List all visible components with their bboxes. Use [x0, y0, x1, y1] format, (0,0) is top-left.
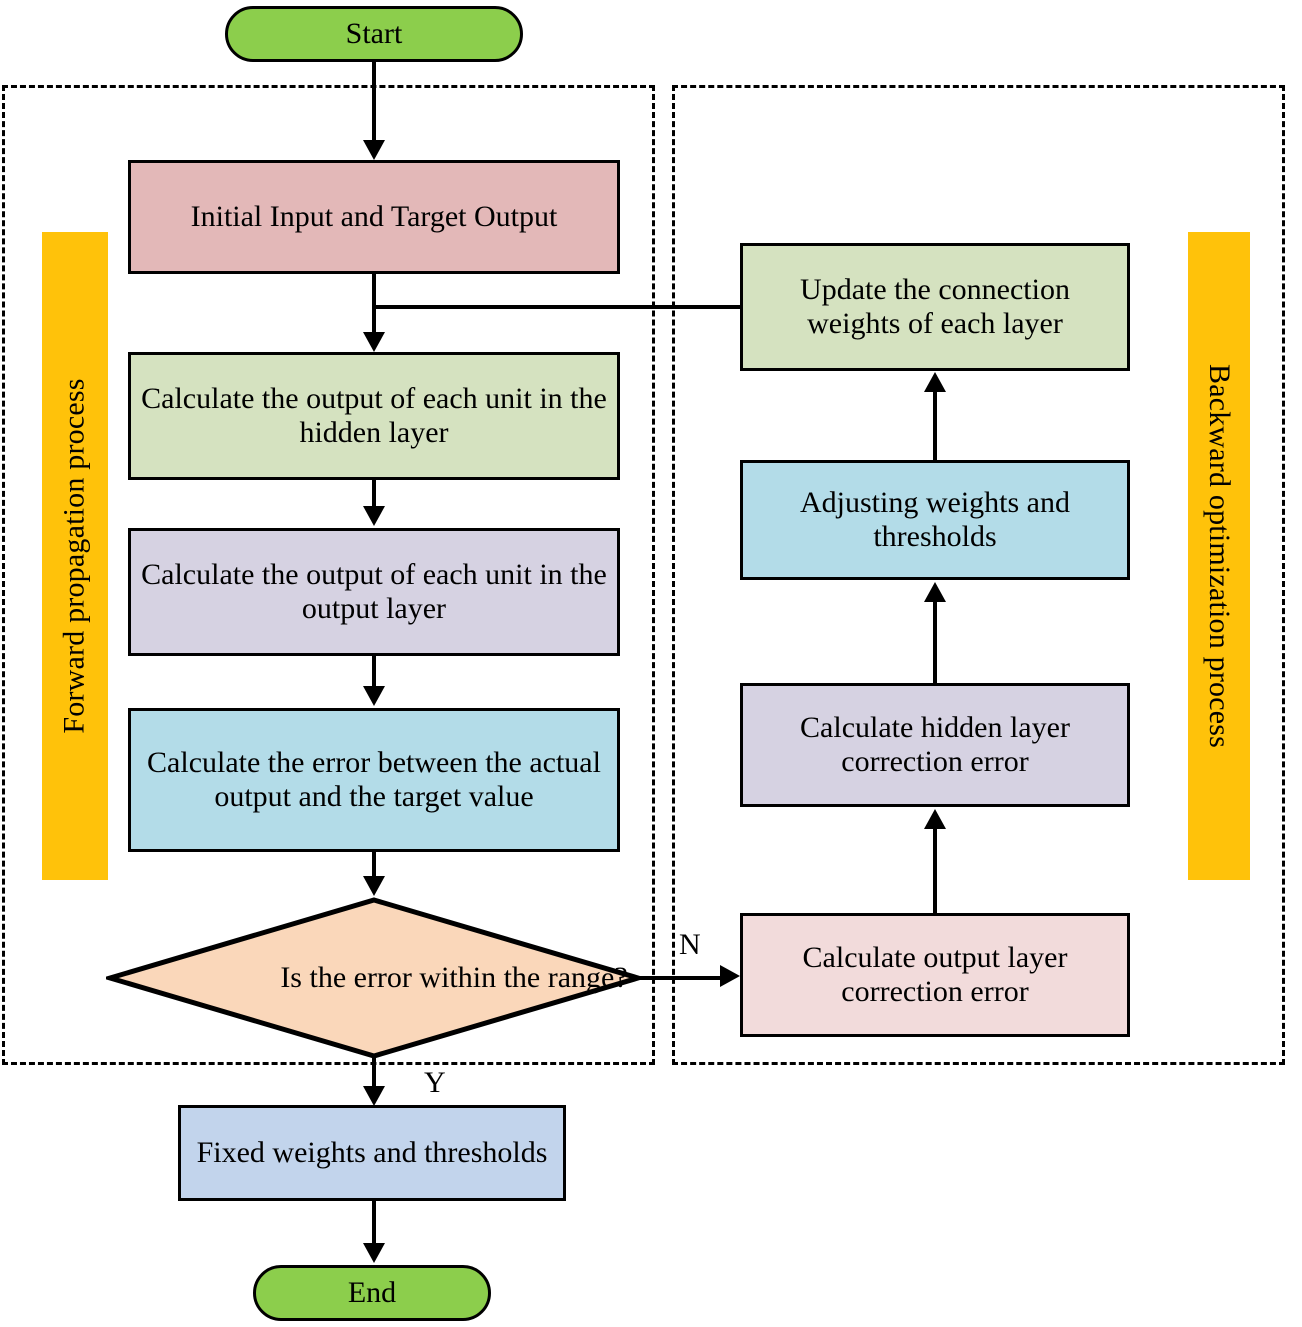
arrowhead-hidden-correction	[924, 809, 946, 829]
node-start[interactable]: Start	[225, 6, 523, 62]
arrowhead-calc-error	[363, 686, 385, 706]
arrowhead-end	[363, 1243, 385, 1263]
arrowhead-decision	[363, 876, 385, 896]
edge-hidden-corr-to-adjust	[933, 600, 937, 686]
node-output-layer-output[interactable]: Calculate the output of each unit in the…	[128, 528, 620, 656]
node-hidden-layer-output[interactable]: Calculate the output of each unit in the…	[128, 352, 620, 480]
node-decision-error-in-range[interactable]: Is the error within the range?	[106, 896, 642, 1060]
edge-fixed-to-end	[372, 1201, 376, 1247]
node-adjust-weights-thresholds[interactable]: Adjusting weights and thresholds	[740, 460, 1130, 580]
arrowhead-output-layer	[363, 506, 385, 526]
edge-output-corr-to-hidden-corr	[933, 827, 937, 915]
edge-error-to-decision	[372, 852, 376, 880]
edge-label-yes: Y	[424, 1066, 446, 1099]
banner-forward-propagation: Forward propagation process	[42, 232, 108, 880]
group-backward-optimization	[672, 85, 1285, 1065]
edge-label-no: N	[679, 928, 701, 961]
banner-forward-label: Forward propagation process	[58, 378, 91, 734]
edge-hidden-to-output	[372, 480, 376, 510]
node-initial-input[interactable]: Initial Input and Target Output	[128, 160, 620, 274]
arrowhead-update-weights	[924, 372, 946, 392]
arrowhead-initial	[363, 140, 385, 160]
edge-start-to-initial	[372, 62, 376, 144]
edge-update-weights-feedback	[372, 305, 742, 309]
arrowhead-output-correction	[720, 965, 740, 987]
node-hidden-layer-correction-error[interactable]: Calculate hidden layer correction error	[740, 683, 1130, 807]
arrowhead-fixed-weights	[363, 1086, 385, 1106]
edge-decision-yes	[372, 1056, 376, 1092]
edge-output-to-error	[372, 656, 376, 690]
banner-backward-label: Backward optimization process	[1203, 363, 1236, 749]
decision-diamond-shape	[106, 897, 642, 1059]
group-forward-propagation	[2, 85, 655, 1065]
arrowhead-hidden	[363, 332, 385, 352]
node-end[interactable]: End	[253, 1265, 491, 1321]
node-update-connection-weights[interactable]: Update the connection weights of each la…	[740, 243, 1130, 371]
arrowhead-adjust-weights	[924, 582, 946, 602]
edge-decision-no	[638, 976, 724, 980]
node-output-layer-correction-error[interactable]: Calculate output layer correction error	[740, 913, 1130, 1037]
edge-adjust-to-update	[933, 390, 937, 463]
node-fixed-weights[interactable]: Fixed weights and thresholds	[178, 1105, 566, 1201]
banner-backward-optimization: Backward optimization process	[1188, 232, 1250, 880]
node-calculate-error[interactable]: Calculate the error between the actual o…	[128, 708, 620, 852]
